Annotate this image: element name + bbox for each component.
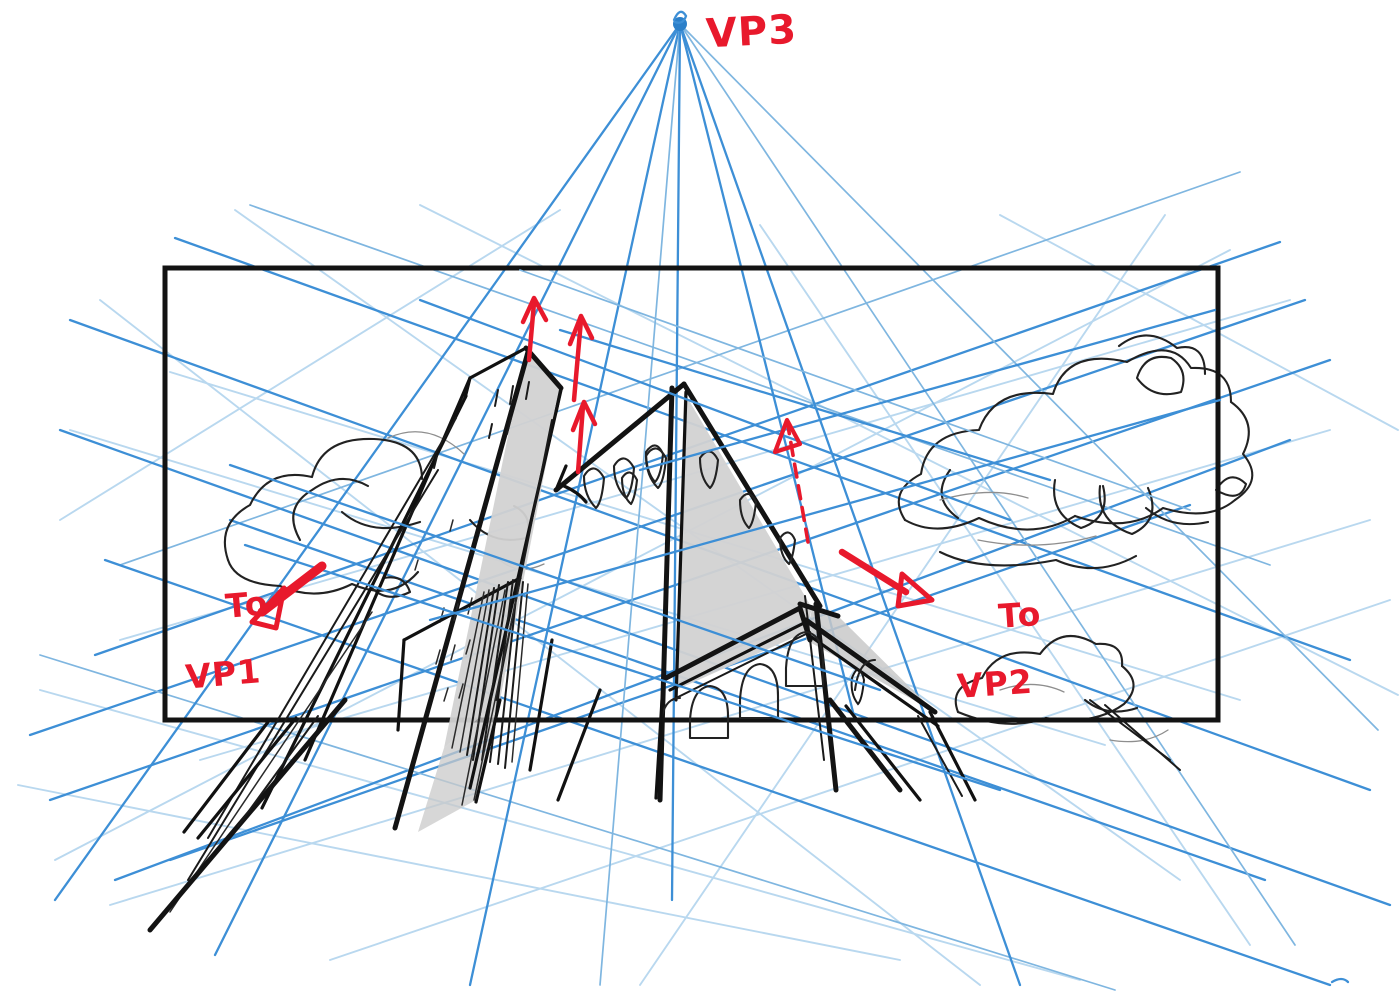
faint-guideline-group xyxy=(17,204,1399,986)
right-tower xyxy=(553,381,1181,803)
up-arrow-left-tower-a xyxy=(520,295,549,363)
arrow-to-vp1 xyxy=(249,561,327,631)
label-to-vp1-line2: VP1 xyxy=(183,651,263,697)
label-to-vp1: To VP1 xyxy=(171,552,281,761)
picture-frame-rectangle xyxy=(162,265,1221,723)
vp3-point-marker xyxy=(672,10,688,31)
arrow-to-vp2 xyxy=(838,548,935,609)
up-arrow-left-tower-b xyxy=(567,313,595,403)
red-annotation-arrows xyxy=(249,295,935,631)
label-to-vp2-line2: VP2 xyxy=(955,661,1035,706)
right-tower-dormers xyxy=(582,447,668,510)
cloud-right-large xyxy=(897,334,1254,570)
label-vp3: VP3 xyxy=(704,6,799,58)
label-to-vp1-line1: To xyxy=(223,582,270,626)
left-tower xyxy=(147,345,602,933)
up-arrow-left-tower-c xyxy=(570,399,598,475)
label-to-vp2: To VP2 xyxy=(945,563,1052,771)
up-arrow-right-tower xyxy=(772,417,810,544)
label-to-vp2-line1: To xyxy=(997,593,1043,636)
right-tower-arches xyxy=(660,630,877,740)
vp3-ray-group xyxy=(53,22,1379,987)
stray-blue-mark xyxy=(1330,977,1350,984)
construction-overlay-lines xyxy=(228,269,1222,792)
left-tower-hatch-cluster xyxy=(451,579,529,806)
